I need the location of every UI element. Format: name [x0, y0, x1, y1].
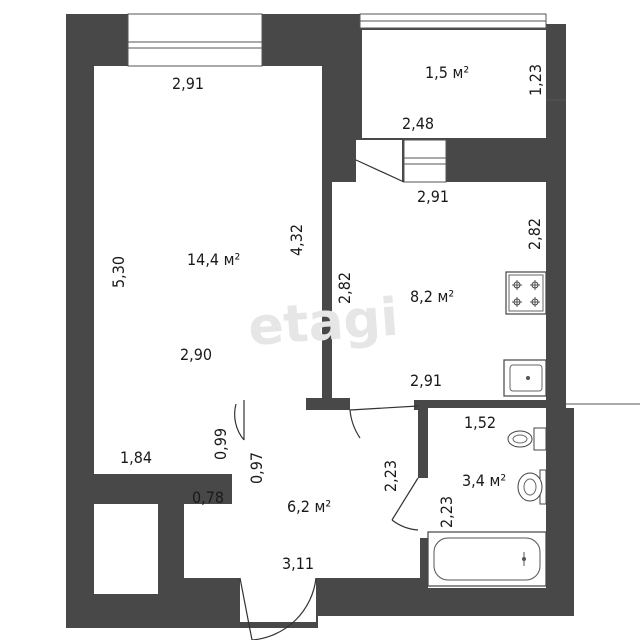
bathtub-icon [427, 531, 547, 587]
hall-side-b: 0,78 [192, 488, 224, 507]
kitchen-width-top: 2,91 [417, 187, 449, 206]
storage-niche [94, 504, 158, 594]
door-gap-kitchen-balcony [356, 140, 402, 182]
main-room-area: 14,4 м² [187, 250, 240, 269]
bathroom-height: 2,23 [437, 496, 456, 528]
main-room-width-top: 2,91 [172, 74, 204, 93]
stove-icon [505, 271, 547, 315]
door-gap-bath-hall [416, 478, 430, 538]
main-room-niche: 0,99 [211, 428, 230, 460]
hall-side-c: 2,23 [381, 460, 400, 492]
wall-hall-top [306, 398, 350, 410]
kitchen-width-bottom: 2,91 [410, 371, 442, 390]
bathroom-area: 3,4 м² [462, 471, 506, 490]
door-gap-room-hall [232, 400, 244, 440]
door-swing-bath [391, 477, 419, 531]
wall-room-bottom [94, 474, 232, 504]
main-room-height-left: 5,30 [109, 256, 128, 288]
door-gap-entrance [240, 574, 316, 622]
door-swing-entrance [239, 577, 317, 640]
hall-width-bottom: 3,11 [282, 554, 314, 573]
watermark: etagi [246, 288, 400, 358]
kitchen-height-right: 2,82 [525, 218, 544, 250]
main-room-width-mid: 2,90 [180, 345, 212, 364]
kitchen-area: 8,2 м² [410, 287, 454, 306]
main-room-width-bottom: 1,84 [120, 448, 152, 467]
toilet-icon [507, 427, 547, 451]
door-swing-room [234, 400, 245, 441]
hall-side-a: 0,97 [247, 452, 266, 484]
door-swing-kitchen [349, 405, 419, 439]
sink-icon [503, 359, 547, 397]
wall-bath-left [418, 408, 428, 478]
balcony-width: 2,48 [402, 114, 434, 133]
balcony-floor [362, 30, 546, 138]
balcony-area: 1,5 м² [425, 63, 469, 82]
window-main-room [127, 13, 263, 67]
window-kitchen-balcony [403, 139, 447, 183]
balcony-height: 1,23 [526, 64, 545, 96]
door-swing-balcony [355, 159, 405, 183]
hall-area: 6,2 м² [287, 497, 331, 516]
bathroom-width: 1,52 [464, 413, 496, 432]
washbasin-icon [517, 469, 547, 505]
wall-room-kitchen [322, 170, 332, 406]
main-room-floor [94, 66, 322, 474]
main-room-height-right: 4,32 [287, 224, 306, 256]
kitchen-height-left: 2,82 [335, 272, 354, 304]
